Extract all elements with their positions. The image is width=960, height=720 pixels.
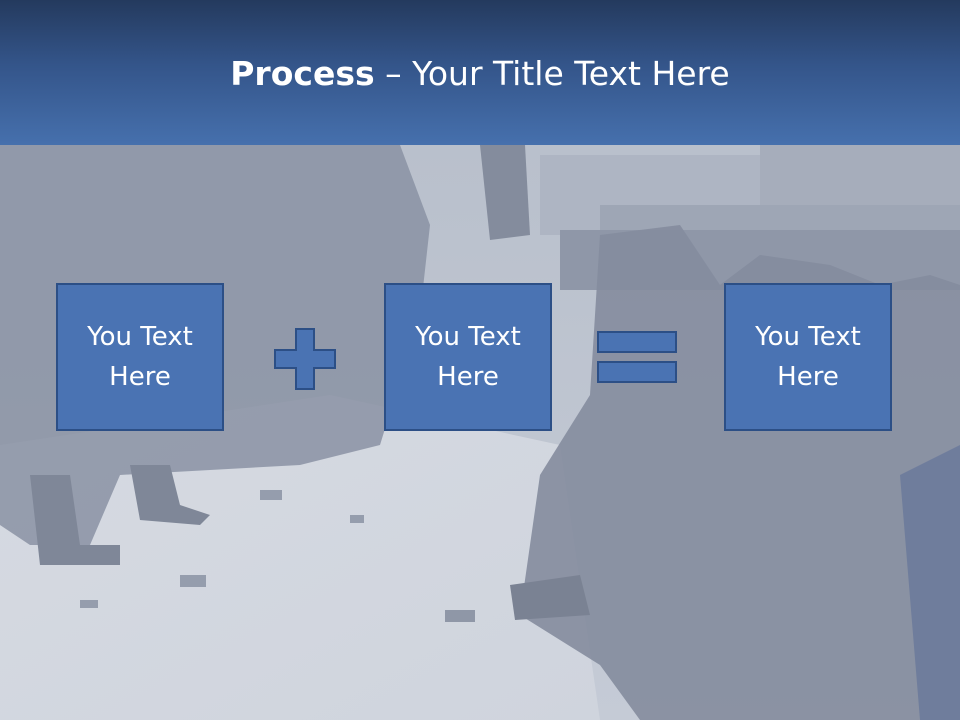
background-photo <box>0 145 960 720</box>
header-band: Process – Your Title Text Here <box>0 0 960 145</box>
equals-icon <box>597 331 677 383</box>
process-box-3-text: You Text Here <box>755 322 861 392</box>
plus-icon <box>274 328 336 390</box>
title-bold: Process <box>230 54 375 93</box>
process-box-3[interactable]: You Text Here <box>724 283 892 431</box>
slide-title: Process – Your Title Text Here <box>0 54 960 94</box>
title-rest: – Your Title Text Here <box>374 54 730 93</box>
process-box-1-text: You Text Here <box>87 322 193 392</box>
process-box-1[interactable]: You Text Here <box>56 283 224 431</box>
process-box-2[interactable]: You Text Here <box>384 283 552 431</box>
process-box-2-text: You Text Here <box>415 322 521 392</box>
